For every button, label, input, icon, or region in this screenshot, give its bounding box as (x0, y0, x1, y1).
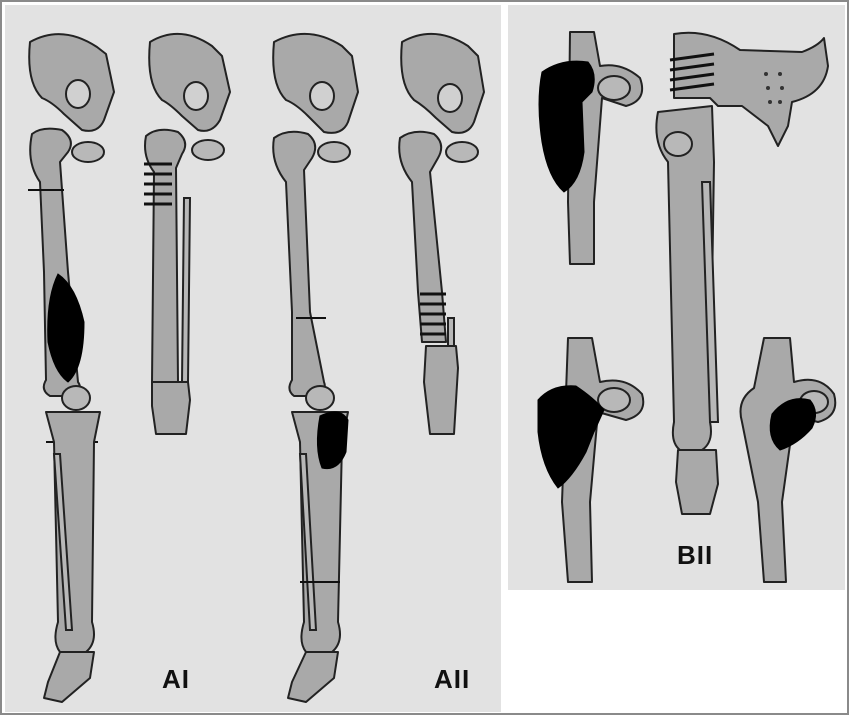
limb-a1-reconstruction (144, 34, 230, 434)
pelvis (401, 34, 484, 133)
obturator-hole (438, 84, 462, 112)
b-top-left (539, 32, 642, 264)
obturator-hole (184, 82, 208, 110)
b-center-reconstruction (656, 33, 828, 514)
foot-rotated (152, 382, 190, 434)
femoral-head (598, 76, 630, 100)
obturator-hole (310, 82, 334, 110)
limb-a1-full (28, 34, 114, 702)
knee-cap (664, 132, 692, 156)
obturator-hole (66, 80, 90, 108)
limb-a2-full (273, 34, 358, 702)
b-bottom-left (538, 338, 643, 582)
foot (44, 652, 94, 702)
tibia (46, 412, 100, 652)
foot (676, 450, 718, 514)
b-bottom-right (741, 338, 836, 582)
label-a2: AII (434, 664, 470, 695)
femoral-head (318, 142, 350, 162)
label-a1: AI (162, 664, 190, 695)
foot-rotated (424, 346, 458, 434)
label-b2: BII (677, 540, 713, 571)
fibula-graft (182, 198, 190, 382)
femur-stump (145, 130, 185, 382)
foot (288, 652, 338, 702)
femur (273, 132, 325, 396)
patella (62, 386, 90, 410)
femur (399, 132, 446, 342)
femur (741, 338, 836, 582)
pelvis (149, 34, 230, 131)
femoral-head (192, 140, 224, 160)
femoral-head (446, 142, 478, 162)
limb-a2-reconstruction (399, 34, 484, 434)
patella (306, 386, 334, 410)
tumor-tibia (317, 412, 348, 469)
femoral-head (72, 142, 104, 162)
